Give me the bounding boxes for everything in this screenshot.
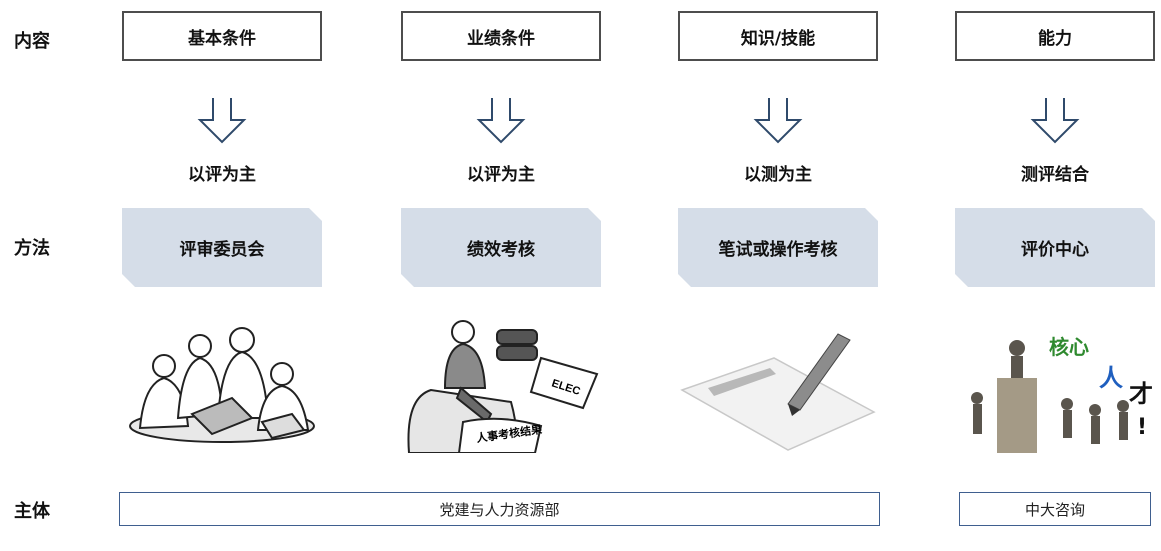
pen-paper-icon	[680, 333, 876, 451]
team-meeting-icon	[129, 327, 315, 443]
cai-text: 才	[1129, 380, 1153, 408]
binoculars-review-icon: ELEC 人事考核结果	[407, 320, 599, 453]
approach-label: 测评结合	[1021, 165, 1089, 185]
row-label-subject: 主体	[14, 501, 50, 522]
exclaim-text: !	[1137, 415, 1147, 440]
category-label: 知识/技能	[740, 28, 816, 49]
column-basic: 基本条件 以评为主 评审委员会	[122, 0, 322, 470]
row-label-method: 方法	[14, 238, 50, 259]
double-down-arrow-icon	[753, 98, 803, 144]
subject-right-label: 中大咨询	[1024, 500, 1085, 519]
category-label: 能力	[1038, 28, 1072, 49]
method-label: 笔试或操作考核	[718, 240, 838, 260]
core-text: 核心	[1049, 335, 1089, 359]
method-label: 绩效考核	[467, 240, 535, 260]
subject-left-box: 党建与人力资源部	[119, 492, 880, 526]
method-label: 评价中心	[1021, 240, 1089, 260]
row-label-content: 内容	[14, 31, 50, 52]
approach-label: 以测为主	[744, 165, 812, 185]
approach-label: 以评为主	[467, 165, 535, 185]
category-label: 业绩条件	[467, 28, 535, 49]
subject-left-label: 党建与人力资源部	[439, 500, 560, 519]
category-box: 业绩条件	[401, 11, 601, 61]
method-box: 笔试或操作考核	[678, 208, 878, 287]
double-down-arrow-icon	[1030, 98, 1080, 144]
category-box: 能力	[955, 11, 1155, 61]
method-box: 评价中心	[955, 208, 1155, 287]
core-talent-icon: 核心 人 才 !	[955, 318, 1155, 453]
ren-text: 人	[1099, 364, 1123, 392]
double-down-arrow-icon	[197, 98, 247, 144]
method-box: 绩效考核	[401, 208, 601, 287]
column-performance: 业绩条件 以评为主 绩效考核 ELEC 人事考核结果	[401, 0, 601, 470]
method-box: 评审委员会	[122, 208, 322, 287]
column-knowledge: 知识/技能 以测为主 笔试或操作考核	[678, 0, 878, 470]
approach-label: 以评为主	[188, 165, 256, 185]
double-down-arrow-icon	[476, 98, 526, 144]
subject-right-box: 中大咨询	[959, 492, 1151, 526]
category-box: 知识/技能	[678, 11, 878, 61]
category-box: 基本条件	[122, 11, 322, 61]
column-ability: 能力 测评结合 评价中心 核心 人 才 !	[955, 0, 1155, 470]
category-label: 基本条件	[188, 28, 256, 49]
method-label: 评审委员会	[179, 240, 265, 260]
